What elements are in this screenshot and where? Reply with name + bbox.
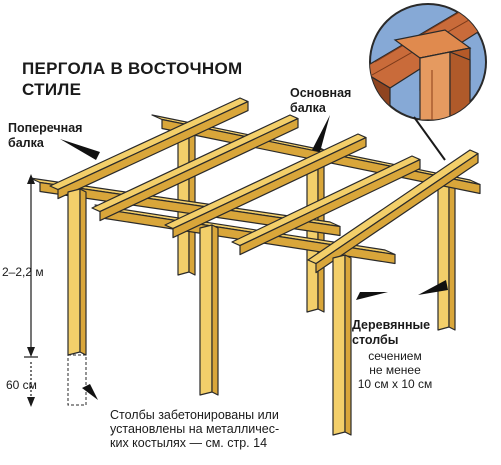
post-front-center: [199, 224, 219, 396]
post-back-left-side: [188, 124, 196, 276]
post-front-center-face: [199, 224, 213, 396]
cross-beam-label: Поперечная балка: [8, 121, 83, 150]
post-front-center-side: [211, 224, 219, 396]
joint-zoom-inset: [369, 3, 487, 121]
height-dimension: [24, 174, 38, 407]
post-front-right-side: [344, 254, 352, 436]
post-front-left: [67, 188, 87, 406]
post-back-right-face: [437, 168, 450, 331]
main-beam-5-front: [315, 153, 479, 274]
main-beam-2: [91, 114, 299, 222]
post-front-left-face: [67, 188, 81, 356]
height-label: 2–2,2 м: [2, 265, 44, 279]
main-beam-5: [307, 149, 479, 274]
depth-label: 60 см: [6, 378, 37, 392]
post-front-left-buried-part: [67, 354, 87, 406]
zoom-leader-line: [413, 116, 446, 161]
main-beam-4: [231, 155, 421, 256]
cross-beam-front-front: [39, 181, 341, 237]
main-beam-3: [164, 133, 367, 239]
main-beam-1-front: [57, 100, 249, 200]
main-beam-1: [49, 97, 249, 200]
post-back-right: [437, 168, 456, 331]
post-front-left-side: [79, 188, 87, 356]
main-beam-label: Основная балка: [290, 86, 352, 115]
main-beam-4-front: [239, 159, 421, 256]
posts-size-note: сечением не менее 10 см х 10 см: [357, 349, 433, 391]
cross-beam-front: [29, 177, 341, 237]
posts-label: Деревянные столбы: [352, 318, 431, 347]
footnote-caption: Столбы забетонированы или установлены на…: [110, 408, 280, 450]
post-front-right-face: [332, 254, 346, 436]
main-beam-2-front: [99, 117, 299, 222]
main-beam-3-front: [172, 137, 367, 239]
post-front-right: [332, 254, 352, 436]
pointer-arrows: [60, 115, 448, 400]
post-back-right-side: [448, 168, 456, 331]
diagram-title: ПЕРГОЛА В ВОСТОЧНОМ СТИЛЕ: [22, 59, 243, 99]
